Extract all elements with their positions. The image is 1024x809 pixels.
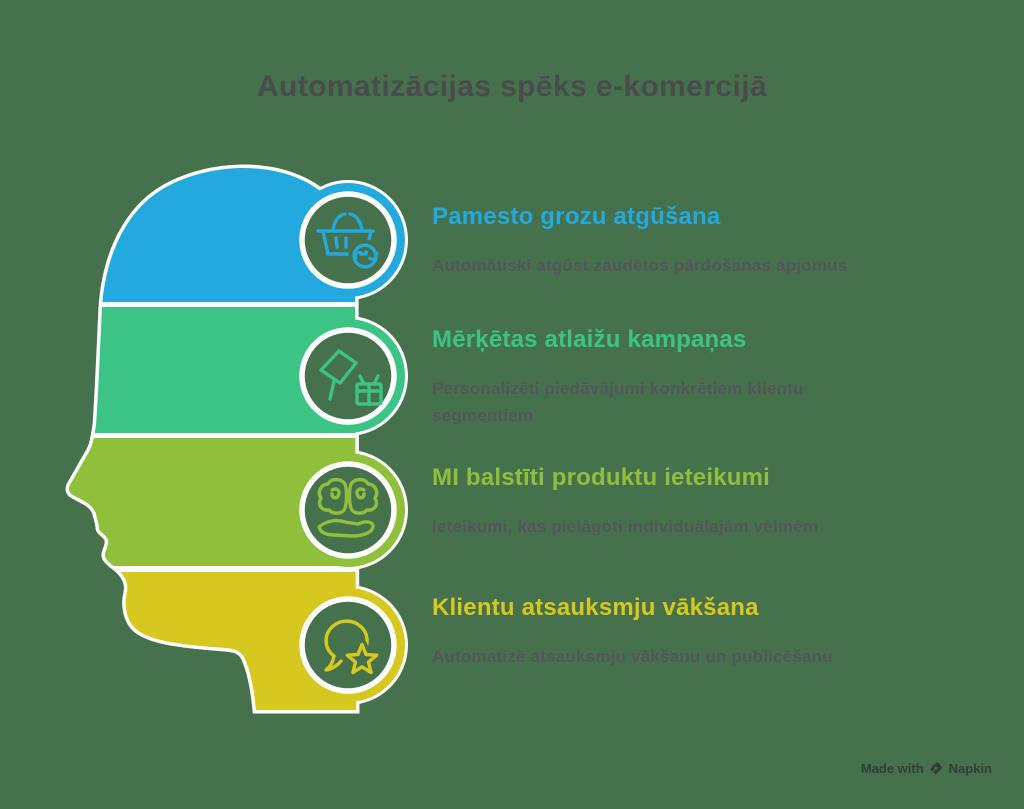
section-customer-reviews: Klientu atsauksmju vākšana Automatizē at… [432, 594, 884, 670]
page-title: Automatizācijas spēks e-komercijā [256, 70, 768, 103]
section-heading: Pamesto grozu atgūšana [432, 203, 721, 230]
section-description: Ieteikumi, kas pielāgoti individuālajām … [432, 517, 819, 536]
section-description: Personalizēti piedāvājumi konkrētiem kli… [432, 379, 804, 425]
section-ai-recommendations: MI balstīti produktu ieteikumi Ieteikumi… [432, 464, 884, 540]
section-heading: Mērķētas atlaižu kampaņas [432, 326, 747, 353]
section-description: Automatizē atsauksmju vākšanu un publicē… [432, 647, 833, 666]
brain-hand-icon [317, 477, 379, 538]
flag-gift-icon [319, 349, 383, 406]
section-heading: MI balstīti produktu ieteikumi [432, 464, 771, 491]
made-with-napkin-watermark[interactable]: Made with Napkin [861, 758, 992, 778]
icon-circle [299, 327, 397, 425]
section-abandoned-carts: Pamesto grozu atgūšana Automātiski atgūs… [432, 203, 884, 279]
icon-circle [299, 596, 397, 694]
icon-circle [299, 191, 397, 289]
section-description: Automātiski atgūst zaudētos pārdošanas a… [432, 256, 848, 275]
pen-nib-icon [929, 761, 942, 774]
icon-circle [299, 461, 397, 559]
basket-refresh-icon [316, 212, 382, 273]
watermark-brand: Napkin [948, 760, 992, 776]
watermark-prefix: Made with [860, 760, 924, 776]
section-discount-campaigns: Mērķētas atlaižu kampaņas Personalizēti … [432, 326, 884, 429]
speech-star-icon [324, 619, 382, 678]
section-heading: Klientu atsauksmju vākšana [432, 594, 759, 621]
